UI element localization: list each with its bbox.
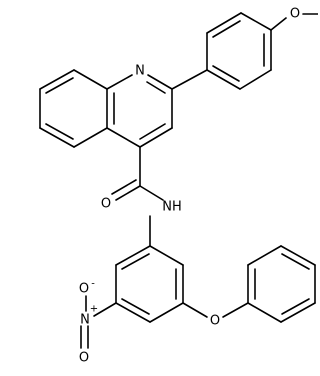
atom-nitro-oxygen-top-charge: - <box>91 279 95 290</box>
bond-c8-c7 <box>39 69 75 90</box>
atom-amide-oxygen: O <box>101 197 111 212</box>
bond-c6-c5-inner <box>45 123 74 140</box>
atom-nitro-oxygen-top: O <box>79 282 89 297</box>
atom-nitro-oxygen-bottom: O <box>79 351 89 366</box>
bond-ph-3 <box>280 245 316 266</box>
bond-ph-5 <box>280 302 316 323</box>
bond-mp-4 <box>206 69 241 90</box>
bond-carbonyl-nh <box>139 185 164 201</box>
bond-c5-c4a <box>73 127 108 148</box>
bond-ph-6 <box>247 302 282 323</box>
bond-c8-c7-inner <box>45 77 74 94</box>
bond-aryl-c2 <box>171 69 208 90</box>
atom-nitro-nitrogen: N <box>80 313 90 328</box>
bond-c4-c3 <box>139 127 173 148</box>
bond-mp-1 <box>240 12 272 31</box>
bond-c8a-c8 <box>73 69 108 90</box>
bond-c4-c3-inner <box>139 123 166 140</box>
atom-methoxy-oxygen: O <box>290 7 300 22</box>
bond-mp-4-inner <box>212 65 240 82</box>
bond-aryl-ether-o <box>182 302 208 318</box>
atom-ether-oxygen: O <box>210 314 220 329</box>
bond-np-1 <box>115 245 151 266</box>
bond-ph-2 <box>247 245 282 266</box>
bond-o-methoxyphenyl <box>270 17 287 31</box>
bond-mp-2-inner <box>212 20 241 38</box>
bond-n1-c8a <box>106 74 133 90</box>
bond-ether-o-phenyl <box>222 302 249 318</box>
bond-mp-2 <box>206 12 242 34</box>
bond-np-1-inner <box>121 253 150 270</box>
bond-np-6 <box>149 245 184 266</box>
bond-aryl-nitro <box>93 302 117 317</box>
bond-ph-5-inner <box>281 298 310 315</box>
bond-np-3-inner <box>121 298 150 315</box>
bond-c6-c5 <box>39 127 75 148</box>
bond-np-4 <box>149 302 184 323</box>
bond-ph-3-inner <box>281 253 310 270</box>
bond-c2-n1 <box>147 74 173 90</box>
atom-labels: O N O NH N + O - O O <box>79 7 300 366</box>
atom-quinoline-nitrogen: N <box>135 64 145 79</box>
bonds <box>39 12 318 349</box>
bond-mp-5 <box>239 69 272 90</box>
atom-nitro-nitrogen-charge: + <box>90 304 98 315</box>
bond-carbonyl-o-double <box>111 179 137 195</box>
bond-c4a-c4 <box>106 127 141 148</box>
atom-amide-nh: NH <box>162 200 182 215</box>
bond-np-3 <box>115 302 151 323</box>
bond-c2-n1-inner <box>146 81 166 94</box>
bond-carbonyl-o <box>115 185 141 201</box>
